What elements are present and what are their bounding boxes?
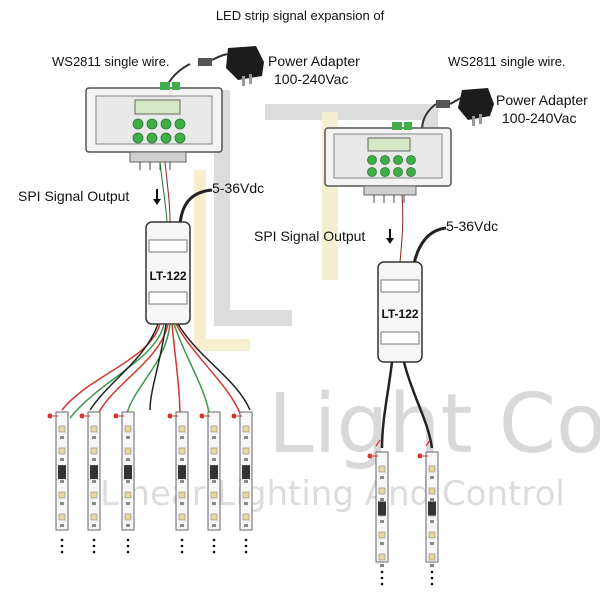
power-adapter-left-line2: 100-240Vac xyxy=(274,71,349,87)
voltage-left-label: 5-36Vdc xyxy=(212,180,265,196)
led-strip xyxy=(47,411,69,554)
controller-left xyxy=(85,82,223,223)
dc-wire-right xyxy=(412,226,447,265)
amplifier-left-label: LT-122 xyxy=(149,269,186,283)
output-wires-right xyxy=(375,361,434,449)
led-strip xyxy=(167,411,189,554)
led-strip xyxy=(79,411,101,554)
controller-right xyxy=(324,122,452,263)
power-adapter-right-line2: 100-240Vac xyxy=(502,110,577,126)
amplifier-right: LT-122 xyxy=(377,261,423,363)
amplifier-left: LT-122 xyxy=(145,221,191,325)
watermark-text: Light Control Linear Lighting And Contro… xyxy=(100,377,600,514)
led-strip xyxy=(367,451,389,586)
amplifier-right-label: LT-122 xyxy=(381,307,418,321)
led-strip xyxy=(113,411,135,554)
strips-left xyxy=(47,411,253,554)
led-strip xyxy=(199,411,221,554)
power-adapter-right-line1: Power Adapter xyxy=(496,92,588,108)
led-strip xyxy=(231,411,253,554)
spi-signal-right-label: SPI Signal Output xyxy=(254,228,366,244)
led-strip xyxy=(417,451,439,586)
power-adapter-right xyxy=(421,88,494,131)
power-adapter-left-label: Power Adapter 100-240Vac xyxy=(268,52,360,88)
controller-right-label: WS2811 single wire. xyxy=(448,54,566,69)
voltage-right-label: 5-36Vdc xyxy=(446,218,499,234)
spi-signal-left-label: SPI Signal Output xyxy=(18,188,130,204)
strips-right xyxy=(367,451,439,586)
power-adapter-right-label: Power Adapter 100-240Vac xyxy=(496,91,588,127)
controller-left-label: WS2811 single wire. xyxy=(52,54,170,69)
watermark-line2: Linear Lighting And Control xyxy=(100,474,565,514)
page-title: LED strip signal expansion of xyxy=(215,8,385,23)
power-adapter-left-line1: Power Adapter xyxy=(268,53,360,69)
dc-wire-left xyxy=(178,188,213,225)
output-wires-left xyxy=(61,323,251,419)
